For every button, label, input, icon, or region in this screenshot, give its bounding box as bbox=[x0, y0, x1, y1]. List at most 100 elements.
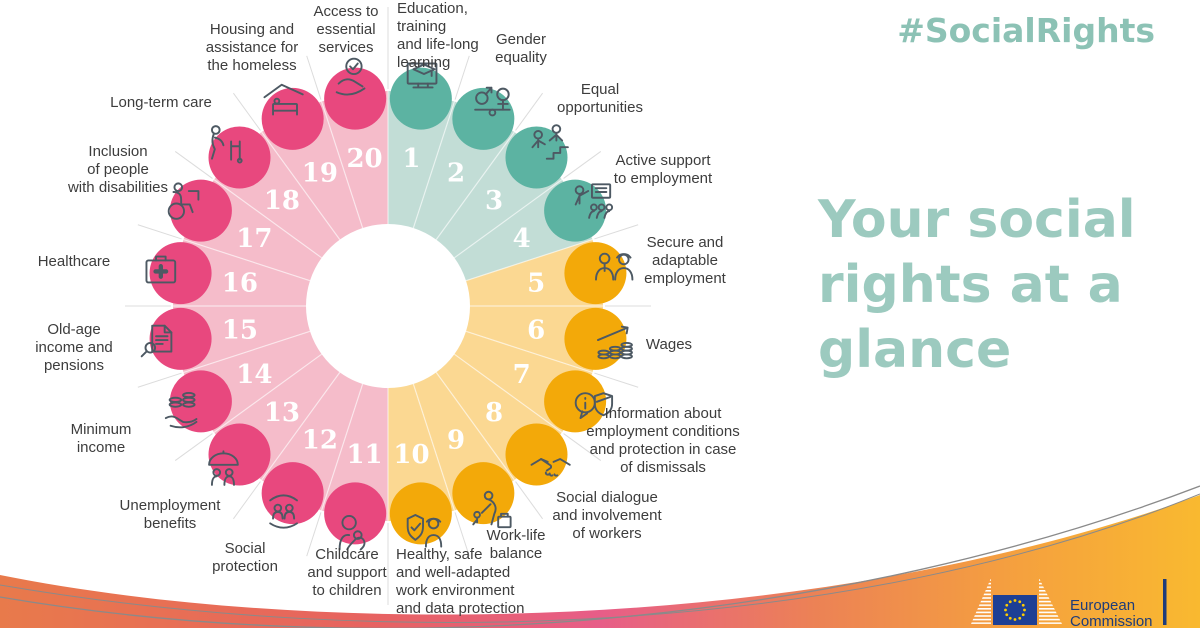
wheel-label-social-dialogue: Social dialogue and involvement of worke… bbox=[552, 489, 662, 542]
logo-vertical-bar bbox=[1163, 579, 1167, 625]
wheel-segment-1 bbox=[388, 91, 455, 229]
segment-divider bbox=[320, 101, 364, 229]
segment-circle-12 bbox=[261, 462, 324, 525]
segment-number-14: 14 bbox=[236, 360, 272, 390]
segment-circle-4 bbox=[544, 179, 607, 242]
segment-wedge bbox=[388, 91, 455, 229]
wheel-label-secure-employment: Secure and adaptable employment bbox=[644, 234, 726, 287]
segment-divider bbox=[412, 101, 456, 229]
segment-number-8: 8 bbox=[485, 398, 503, 428]
wave-band bbox=[0, 495, 1200, 628]
segment-wedge bbox=[321, 91, 388, 229]
segment-circle-3 bbox=[505, 126, 568, 189]
work-life-balance-icon bbox=[472, 490, 512, 529]
page-title: Your social rights at a glance bbox=[818, 188, 1136, 383]
healthcare-icon bbox=[145, 255, 177, 284]
label-pointer-line bbox=[563, 151, 602, 179]
segment-circle-15 bbox=[149, 307, 212, 370]
wheel-label-essential-services: Access to essential services bbox=[313, 3, 379, 56]
title-line-1: Your social bbox=[818, 190, 1136, 250]
secure-employment-icon bbox=[595, 252, 634, 281]
wheel-segment-6 bbox=[465, 306, 603, 373]
segment-divider bbox=[453, 179, 563, 259]
education-icon bbox=[406, 62, 438, 89]
segment-number-15: 15 bbox=[222, 315, 258, 345]
old-age-pensions-icon bbox=[140, 324, 173, 358]
wheel-label-work-life-balance: Work-life balance bbox=[486, 527, 546, 562]
label-pointer-line bbox=[137, 372, 182, 388]
label-pointer-line bbox=[515, 92, 543, 131]
segment-divider bbox=[465, 238, 593, 282]
wheel-label-long-term-care: Long-term care bbox=[110, 94, 212, 111]
active-support-icon bbox=[574, 183, 614, 219]
segment-wedge bbox=[465, 306, 603, 373]
social-protection-icon bbox=[269, 494, 298, 529]
segment-wedge bbox=[173, 306, 311, 373]
wheel-label-wages: Wages bbox=[645, 336, 693, 353]
wheel-segment-15 bbox=[173, 306, 311, 373]
housing-icon bbox=[263, 83, 304, 116]
healthy-work-icon bbox=[406, 514, 443, 548]
segment-divider bbox=[412, 383, 456, 511]
label-pointer-line bbox=[306, 55, 322, 100]
segment-circle-10 bbox=[389, 482, 452, 545]
logo-left-wing-icon bbox=[971, 578, 991, 624]
wheel-label-old-age-pensions: Old-age income and pensions bbox=[35, 321, 113, 374]
wheel-label-unemployment: Unemployment benefits bbox=[119, 497, 221, 532]
segment-number-18: 18 bbox=[264, 186, 300, 216]
segment-number-13: 13 bbox=[264, 398, 300, 428]
wheel-segment-10 bbox=[388, 383, 455, 521]
social-dialogue-icon bbox=[530, 458, 571, 477]
label-pointer-line bbox=[594, 224, 639, 240]
wheel-label-housing: Housing and assistance for the homeless bbox=[205, 21, 299, 74]
wheel-label-active-support: Active support to employment bbox=[613, 152, 713, 187]
wheel-label-minimum-income: Minimum income bbox=[70, 421, 132, 456]
segment-divider bbox=[183, 330, 311, 374]
segment-divider bbox=[183, 238, 311, 282]
segment-divider bbox=[261, 131, 341, 241]
wheel-label-equal-opportunities: Equal opportunities bbox=[557, 81, 643, 116]
wheel-segment-5 bbox=[465, 239, 603, 306]
segment-circle-17 bbox=[169, 179, 232, 242]
segment-divider bbox=[320, 383, 364, 511]
segment-wedge bbox=[173, 239, 311, 306]
segment-divider bbox=[465, 330, 593, 374]
label-pointer-line bbox=[174, 151, 213, 179]
label-pointer-line bbox=[306, 512, 322, 557]
segment-number-5: 5 bbox=[527, 269, 545, 299]
minimum-income-icon bbox=[164, 392, 198, 429]
segment-number-12: 12 bbox=[302, 426, 338, 456]
unemployment-icon bbox=[208, 450, 239, 486]
segment-number-3: 3 bbox=[485, 186, 503, 216]
long-term-care-icon bbox=[210, 125, 243, 164]
information-icon bbox=[574, 392, 614, 420]
wheel-label-education: Education, training and life-long learni… bbox=[397, 0, 479, 71]
segment-number-19: 19 bbox=[302, 158, 338, 188]
essential-services-icon bbox=[335, 57, 366, 96]
eu-flag-stars bbox=[1004, 599, 1026, 621]
label-pointer-line bbox=[233, 92, 261, 131]
segment-circle-9 bbox=[452, 462, 515, 525]
wheel-label-gender-equality: Gender equality bbox=[495, 31, 547, 66]
hashtag-social-rights: #SocialRights bbox=[897, 11, 1155, 50]
segment-number-9: 9 bbox=[447, 426, 465, 456]
wheel-label-healthy-work: Healthy, safe and well-adapted work envi… bbox=[396, 546, 525, 617]
segment-divider bbox=[261, 371, 341, 481]
segment-number-11: 11 bbox=[346, 440, 382, 470]
wheel-segment-11 bbox=[321, 383, 388, 521]
label-pointer-line bbox=[563, 433, 602, 461]
segment-divider bbox=[435, 131, 515, 241]
label-pointer-line bbox=[137, 224, 182, 240]
segment-wedge bbox=[388, 383, 455, 521]
gender-equality-icon bbox=[474, 86, 511, 117]
segment-circle-11 bbox=[324, 482, 387, 545]
segment-circle-8 bbox=[505, 423, 568, 486]
segment-circle-14 bbox=[169, 370, 232, 433]
segment-divider bbox=[435, 371, 515, 481]
wheel-label-disabilities: Inclusion of people with disabilities bbox=[67, 143, 169, 196]
segment-divider bbox=[453, 353, 563, 433]
